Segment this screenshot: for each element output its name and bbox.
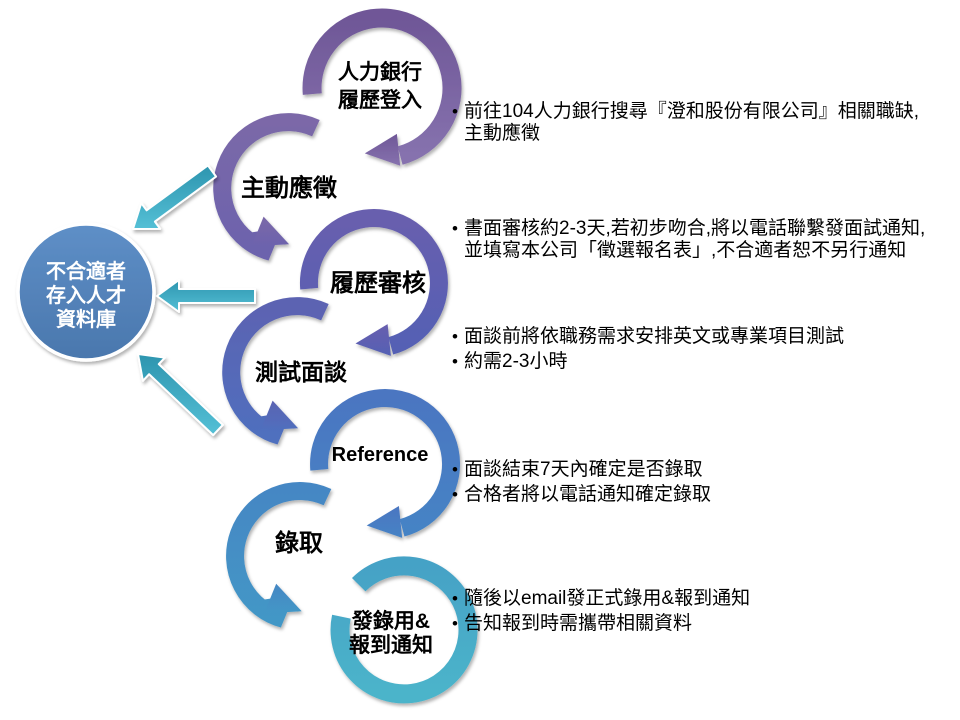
loop-arc-step7 (330, 556, 478, 704)
bullet-item: • 隨後以email發正式錄用&報到通知 (452, 588, 930, 610)
label-step-1-line2: 履歷登入 (338, 88, 422, 112)
loop-arrowhead-step4 (260, 400, 299, 431)
label-step-1-line1: 人力銀行 (338, 60, 422, 84)
annotation-text: 書面審核約2-3天,若初步吻合,將以電話聯繫發面試通知, (464, 218, 926, 239)
annotation-block-2: • 書面審核約2-3天,若初步吻合,將以電話聯繫發面試通知, 並填寫本公司「徵選… (452, 218, 930, 265)
bullet-dot: • (452, 460, 458, 479)
reject-database-circle (16, 222, 156, 362)
bullet-item: • 面談結束7天內確定是否錄取 (452, 459, 930, 481)
bullet-item: • 面談前將依職務需求安排英文或專業項目測試 (452, 326, 930, 348)
bullet-dot: • (452, 219, 458, 238)
label-step-6: 錄取 (275, 529, 323, 557)
annotation-block-5: • 隨後以email發正式錄用&報到通知 • 告知報到時需攜帶相關資料 (452, 588, 930, 638)
bullet-item: • 書面審核約2-3天,若初步吻合,將以電話聯繫發面試通知, 並填寫本公司「徵選… (452, 218, 930, 262)
loop-arc-step2 (213, 113, 320, 261)
process-loop-step2 (213, 113, 320, 261)
bullet-dot: • (452, 589, 458, 608)
loop-arrowhead-step3 (355, 324, 391, 356)
label-step-3: 履歷審核 (330, 269, 426, 297)
bullet-item: • 前往104人力銀行搜尋『澄和股份有限公司』相關職缺, 主動應徵 (452, 101, 930, 145)
loop-arc-step6 (226, 482, 332, 628)
reject-circle-line1: 不合適者 (46, 259, 126, 283)
bullet-dot: • (452, 352, 458, 371)
process-loop-step4 (222, 297, 329, 445)
loop-arrowhead-step1 (364, 133, 401, 166)
annotation-text: 主動應徵 (464, 123, 541, 144)
process-loops (213, 8, 478, 704)
process-loop-step1 (302, 8, 462, 166)
annotation-text: 面談結束7天內確定是否錄取 (464, 459, 703, 480)
loop-arrowhead-step5 (366, 506, 403, 538)
annotation-block-4: • 面談結束7天內確定是否錄取 • 合格者將以電話通知確定錄取 (452, 459, 930, 509)
loop-labels: 人力銀行 履歷登入 主動應徵 履歷審核 測試面談 Reference 錄取 發錄… (241, 60, 433, 657)
annotation-text: 約需2-3小時 (464, 351, 568, 372)
process-loop-step6 (226, 482, 332, 628)
loop-arc-step5 (310, 389, 461, 537)
annotation-text: 前往104人力銀行搜尋『澄和股份有限公司』相關職缺, (464, 101, 919, 122)
loop-arrowhead-step2 (251, 216, 290, 247)
reject-arrow-1 (132, 164, 218, 230)
bullet-item: • 約需2-3小時 (452, 351, 930, 373)
loop-arc-step1 (302, 8, 462, 165)
bullet-item: • 合格者將以電話通知確定錄取 (452, 484, 930, 506)
label-step-4: 測試面談 (255, 359, 348, 385)
reject-circle-line2: 存入人才 (46, 283, 126, 307)
process-loop-step3 (299, 209, 448, 356)
loop-arc-step3 (299, 209, 448, 355)
reject-arrow-2 (156, 279, 256, 313)
bullet-dot: • (452, 485, 458, 504)
annotation-text: 告知報到時需攜帶相關資料 (464, 613, 693, 634)
annotation-block-1: • 前往104人力銀行搜尋『澄和股份有限公司』相關職缺, 主動應徵 (452, 101, 930, 148)
label-step-5: Reference (332, 444, 429, 466)
annotation-text: 合格者將以電話通知確定錄取 (464, 484, 712, 505)
reject-circle-line3: 資料庫 (56, 307, 116, 331)
loop-arc-step4 (222, 297, 329, 445)
annotation-text: 面談前將依職務需求安排英文或專業項目測試 (464, 326, 845, 347)
annotation-block-3: • 面談前將依職務需求安排英文或專業項目測試 • 約需2-3小時 (452, 326, 930, 376)
label-step-7-line2: 報到通知 (349, 633, 433, 657)
loop-arrowhead-step6 (264, 583, 302, 614)
reject-circle-group: 不合適者 存入人才 資料庫 (16, 222, 156, 362)
bullet-dot: • (452, 327, 458, 346)
annotation-text: 並填寫本公司「徵選報名表」,不合適者恕不另行通知 (464, 240, 907, 261)
bullet-item: • 告知報到時需攜帶相關資料 (452, 613, 930, 635)
reject-arrows (132, 164, 256, 437)
reject-arrow-3 (137, 353, 224, 437)
label-step-7-line1: 發錄用& (351, 609, 430, 633)
process-loop-step5 (310, 389, 461, 538)
label-step-2: 主動應徵 (241, 174, 338, 202)
process-loop-step7 (330, 556, 478, 704)
bullet-dot: • (452, 102, 458, 121)
bullet-dot: • (452, 614, 458, 633)
annotation-text: 隨後以email發正式錄用&報到通知 (464, 588, 751, 609)
